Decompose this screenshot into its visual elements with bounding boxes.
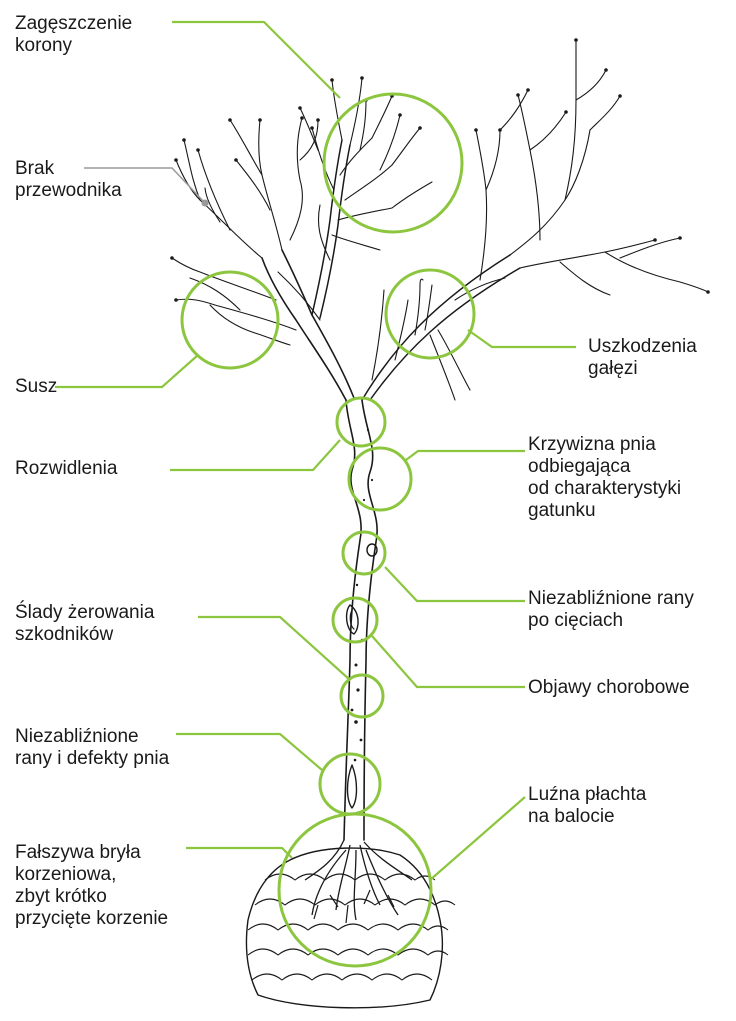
- label-no-leader: Brak przewodnika: [15, 158, 122, 202]
- disease-leader: [372, 636, 525, 687]
- label-pest-feeding: Ślady żerowania szkodników: [15, 602, 154, 646]
- forks-leader: [170, 440, 340, 470]
- trunk-defects-leader: [176, 734, 322, 770]
- label-disease-symptoms: Objawy chorobowe: [528, 677, 690, 699]
- pest-feeding-leader: [198, 617, 350, 680]
- disease-circle: [333, 598, 377, 642]
- forks-circle: [337, 398, 385, 446]
- branch-damage-circle: [386, 270, 474, 358]
- pest-feeding-circle: [341, 675, 383, 717]
- label-unhealed-wounds-trunk: Niezabliźnione rany i defekty pnia: [15, 726, 169, 770]
- label-unhealed-cut-wounds: Niezabliźnione rany po cięciach: [528, 588, 694, 632]
- trunk-curvature-leader: [406, 451, 525, 460]
- cut-wounds-leader: [385, 567, 525, 601]
- drought-leader: [55, 355, 198, 387]
- label-loose-burlap: Luźna płachta na balocie: [528, 784, 646, 828]
- label-trunk-curvature: Krzywizna pnia odbiegająca od charaktery…: [528, 434, 681, 522]
- label-forks: Rozwidlenia: [15, 458, 117, 480]
- trunk-curvature-circle: [349, 448, 411, 510]
- drought-circle: [182, 272, 278, 368]
- label-false-rootball: Fałszywa bryła korzeniowa, zbyt krótko p…: [15, 842, 168, 930]
- no-leader-pointer-dot: [202, 200, 209, 207]
- label-drought: Susz: [15, 376, 57, 398]
- cut-wounds-circle: [343, 532, 385, 574]
- label-branch-damage: Uszkodzenia gałęzi: [588, 336, 697, 380]
- rootball-leader: [186, 848, 292, 858]
- crown-density-leader: [172, 22, 340, 98]
- loose-burlap-leader: [430, 797, 525, 880]
- branch-damage-leader: [468, 330, 576, 347]
- label-crown-density: Zagęszczenie korony: [15, 13, 132, 57]
